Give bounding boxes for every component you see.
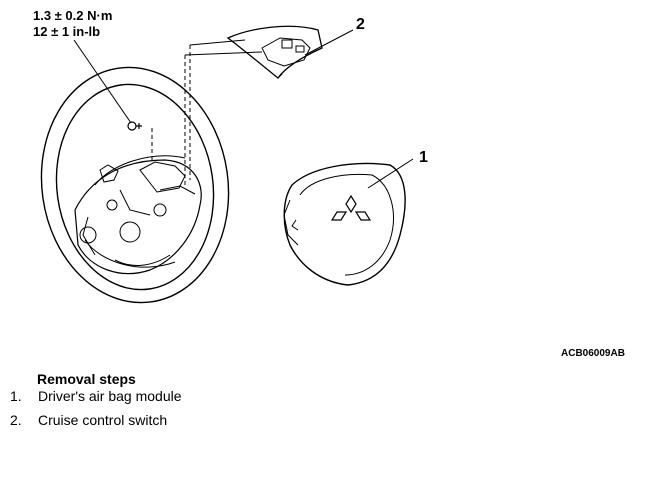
torque-imperial: 12 ± 1 in-lb [33, 24, 101, 39]
bolt-icon [127, 121, 142, 131]
step-label: Driver's air bag module [38, 388, 182, 404]
mitsubishi-logo-icon [330, 194, 372, 221]
air-bag-module [283, 162, 406, 286]
switch-dashed-line-4 [184, 51, 263, 56]
removal-step-1: 1. Driver's air bag module [10, 388, 182, 404]
cruise-control-switch [226, 25, 323, 79]
step-label: Cruise control switch [38, 412, 168, 428]
figure-id: ACB06009AB [561, 348, 625, 359]
step-number: 1. [10, 388, 22, 404]
torque-metric: 1.3 ± 0.2 N·m [33, 8, 113, 23]
torque-leader-line [73, 39, 132, 124]
torque-spec: 1.3 ± 0.2 N·m 12 ± 1 in-lb [33, 8, 112, 40]
step-number: 2. [10, 412, 22, 428]
switch-dashed-line-2 [189, 39, 246, 46]
removal-step-2: 2. Cruise control switch [10, 412, 167, 428]
callout-1: 1 [419, 149, 428, 166]
callout-1-leader [367, 158, 414, 189]
callout-2: 2 [356, 16, 365, 33]
callout-2-leader [304, 29, 354, 56]
steering-wheel [40, 66, 230, 304]
removal-steps-title: Removal steps [37, 371, 136, 387]
